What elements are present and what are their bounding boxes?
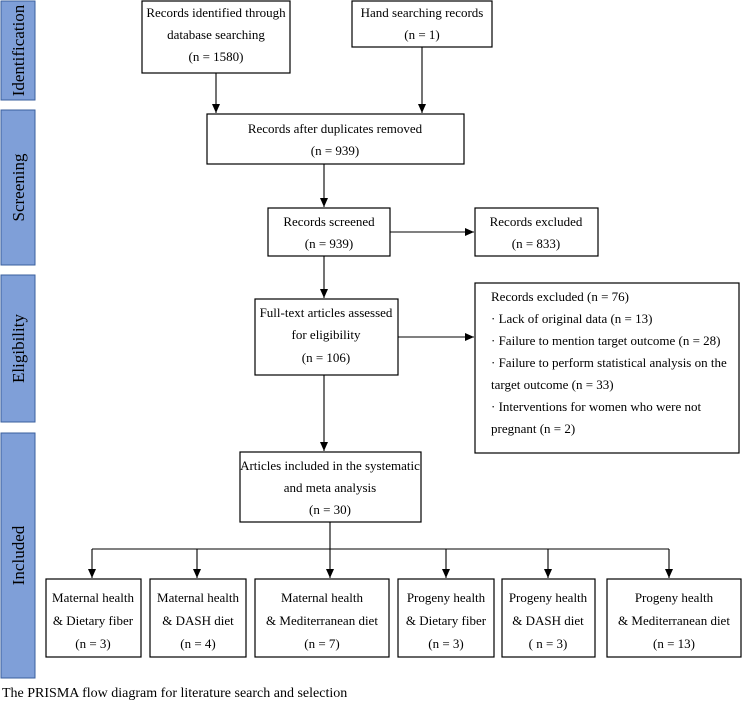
excluded-reason-line-4: target outcome (n = 33) xyxy=(491,377,614,392)
box-hand-search-line-2: (n = 1) xyxy=(404,27,440,42)
box-maternal-dietary-fiber: Maternal health & Dietary fiber (n = 3) xyxy=(45,578,142,658)
phase-eligibility-label: Eligibility xyxy=(9,314,28,383)
box-maternal-dietary-fiber-line-1: Maternal health xyxy=(52,590,134,605)
box-database-search-line-3: (n = 1580) xyxy=(189,49,244,64)
excluded-reasons-heading: Records excluded (n = 76) xyxy=(491,289,629,304)
box-articles-included-line-3: (n = 30) xyxy=(309,502,351,517)
box-duplicates-removed-line-1: Records after duplicates removed xyxy=(248,121,423,136)
box-progeny-mediterranean-diet: Progeny health & Mediterranean diet (n =… xyxy=(606,578,742,658)
box-fulltext-assessed-line-3: (n = 106) xyxy=(302,350,351,365)
box-progeny-dash-diet-line-1: Progeny health xyxy=(509,590,588,605)
box-duplicates-removed-line-2: (n = 939) xyxy=(311,143,360,158)
box-maternal-mediterranean-diet-line-2: & Mediterranean diet xyxy=(266,613,378,628)
box-articles-included-line-2: and meta analysis xyxy=(284,480,376,495)
phase-screening-label: Screening xyxy=(9,153,28,221)
box-fulltext-assessed: Full-text articles assessed for eligibil… xyxy=(254,298,399,376)
box-maternal-dash-diet-line-1: Maternal health xyxy=(157,590,239,605)
box-maternal-mediterranean-diet-line-3: (n = 7) xyxy=(304,636,340,651)
box-records-screened-line-2: (n = 939) xyxy=(305,236,354,251)
box-hand-search-line-1: Hand searching records xyxy=(361,5,484,20)
phase-identification-label: Identification xyxy=(9,4,28,96)
box-maternal-dietary-fiber-line-3: (n = 3) xyxy=(75,636,111,651)
box-database-search-line-2: database searching xyxy=(167,27,265,42)
box-articles-included: Articles included in the systematic and … xyxy=(239,451,422,523)
box-records-screened: Records screened (n = 939) xyxy=(267,207,391,257)
box-records-excluded-line-1: Records excluded xyxy=(490,214,583,229)
box-maternal-mediterranean-diet: Maternal health & Mediterranean diet (n … xyxy=(254,578,390,658)
box-fulltext-assessed-line-1: Full-text articles assessed xyxy=(260,305,393,320)
box-maternal-dash-diet-line-3: (n = 4) xyxy=(180,636,216,651)
box-articles-included-line-1: Articles included in the systematic xyxy=(240,458,420,473)
box-progeny-mediterranean-diet-line-1: Progeny health xyxy=(635,590,714,605)
phase-screening: Screening xyxy=(0,109,36,266)
excluded-reason-line-2: · Failure to mention target outcome (n =… xyxy=(491,333,720,348)
box-progeny-dash-diet-line-3: ( n = 3) xyxy=(529,636,568,651)
figure-caption: The PRISMA flow diagram for literature s… xyxy=(2,686,348,701)
phase-identification: Identification xyxy=(0,0,36,101)
box-maternal-dash-diet: Maternal health & DASH diet (n = 4) xyxy=(149,578,247,658)
phase-included: Included xyxy=(0,432,36,679)
box-progeny-dietary-fiber-line-3: (n = 3) xyxy=(428,636,464,651)
box-progeny-dash-diet: Progeny health & DASH diet ( n = 3) xyxy=(501,578,596,658)
excluded-reason-line-5: · Interventions for women who were not xyxy=(491,399,701,414)
phase-eligibility: Eligibility xyxy=(0,274,36,423)
box-fulltext-assessed-line-2: for eligibility xyxy=(292,327,361,342)
box-progeny-dietary-fiber-line-1: Progeny health xyxy=(407,590,486,605)
box-maternal-dietary-fiber-line-2: & Dietary fiber xyxy=(53,613,134,628)
box-progeny-mediterranean-diet-line-2: & Mediterranean diet xyxy=(618,613,730,628)
box-duplicates-removed: Records after duplicates removed (n = 93… xyxy=(206,113,465,165)
connectors xyxy=(88,47,673,578)
excluded-reason-line-1: · Lack of original data (n = 13) xyxy=(491,311,652,326)
box-progeny-dietary-fiber-line-2: & Dietary fiber xyxy=(406,613,487,628)
box-database-search-line-1: Records identified through xyxy=(146,5,286,20)
excluded-reason-line-6: pregnant (n = 2) xyxy=(491,421,575,436)
box-records-excluded-reasons: Records excluded (n = 76) · Lack of orig… xyxy=(474,282,740,454)
box-database-search: Records identified through database sear… xyxy=(141,0,291,74)
box-maternal-dash-diet-line-2: & DASH diet xyxy=(162,613,234,628)
box-maternal-mediterranean-diet-line-1: Maternal health xyxy=(281,590,363,605)
box-hand-search: Hand searching records (n = 1) xyxy=(351,0,493,48)
excluded-reason-line-3: · Failure to perform statistical analysi… xyxy=(491,355,727,370)
phase-included-label: Included xyxy=(9,525,28,585)
box-progeny-mediterranean-diet-line-3: (n = 13) xyxy=(653,636,695,651)
box-progeny-dash-diet-line-2: & DASH diet xyxy=(512,613,584,628)
prisma-flow-diagram: Identification Screening Eligibility Inc… xyxy=(0,0,742,679)
box-records-screened-line-1: Records screened xyxy=(283,214,375,229)
box-progeny-dietary-fiber: Progeny health & Dietary fiber (n = 3) xyxy=(397,578,495,658)
box-records-excluded: Records excluded (n = 833) xyxy=(474,207,599,257)
box-records-excluded-line-2: (n = 833) xyxy=(512,236,561,251)
